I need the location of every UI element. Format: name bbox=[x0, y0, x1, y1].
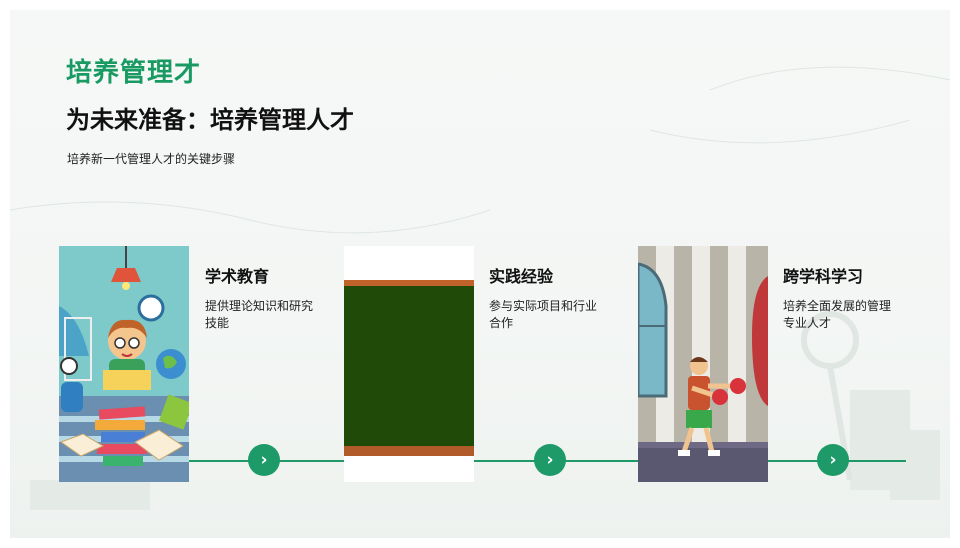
timeline-line bbox=[66, 460, 906, 462]
background-decoration bbox=[10, 66, 950, 510]
step-desc-academic: 提供理论知识和研究技能 bbox=[205, 299, 314, 330]
section-title: 培养管理才 bbox=[66, 58, 202, 88]
chalkboard-illustration bbox=[344, 246, 474, 482]
step-title-interdisciplinary: 跨学科学习 bbox=[783, 267, 864, 286]
step-desc-interdisciplinary: 培养全面发展的管理专业人才 bbox=[783, 299, 892, 330]
page-subtitle: 培养新一代管理人才的关键步骤 bbox=[67, 152, 236, 166]
step-desc-practice: 参与实际项目和行业合作 bbox=[489, 299, 598, 330]
chevron-right-icon[interactable]: › bbox=[248, 444, 280, 476]
slide: 培养管理才 为未来准备：培养管理人才 培养新一代管理人才的关键步骤 bbox=[10, 10, 950, 538]
chevron-right-icon[interactable]: › bbox=[817, 444, 849, 476]
boxing-kid-illustration bbox=[638, 246, 768, 482]
page-title: 为未来准备：培养管理人才 bbox=[66, 106, 354, 134]
step-title-academic: 学术教育 bbox=[205, 267, 270, 286]
chevron-right-icon[interactable]: › bbox=[534, 444, 566, 476]
student-reading-illustration bbox=[59, 246, 189, 482]
step-title-practice: 实践经验 bbox=[489, 267, 554, 286]
